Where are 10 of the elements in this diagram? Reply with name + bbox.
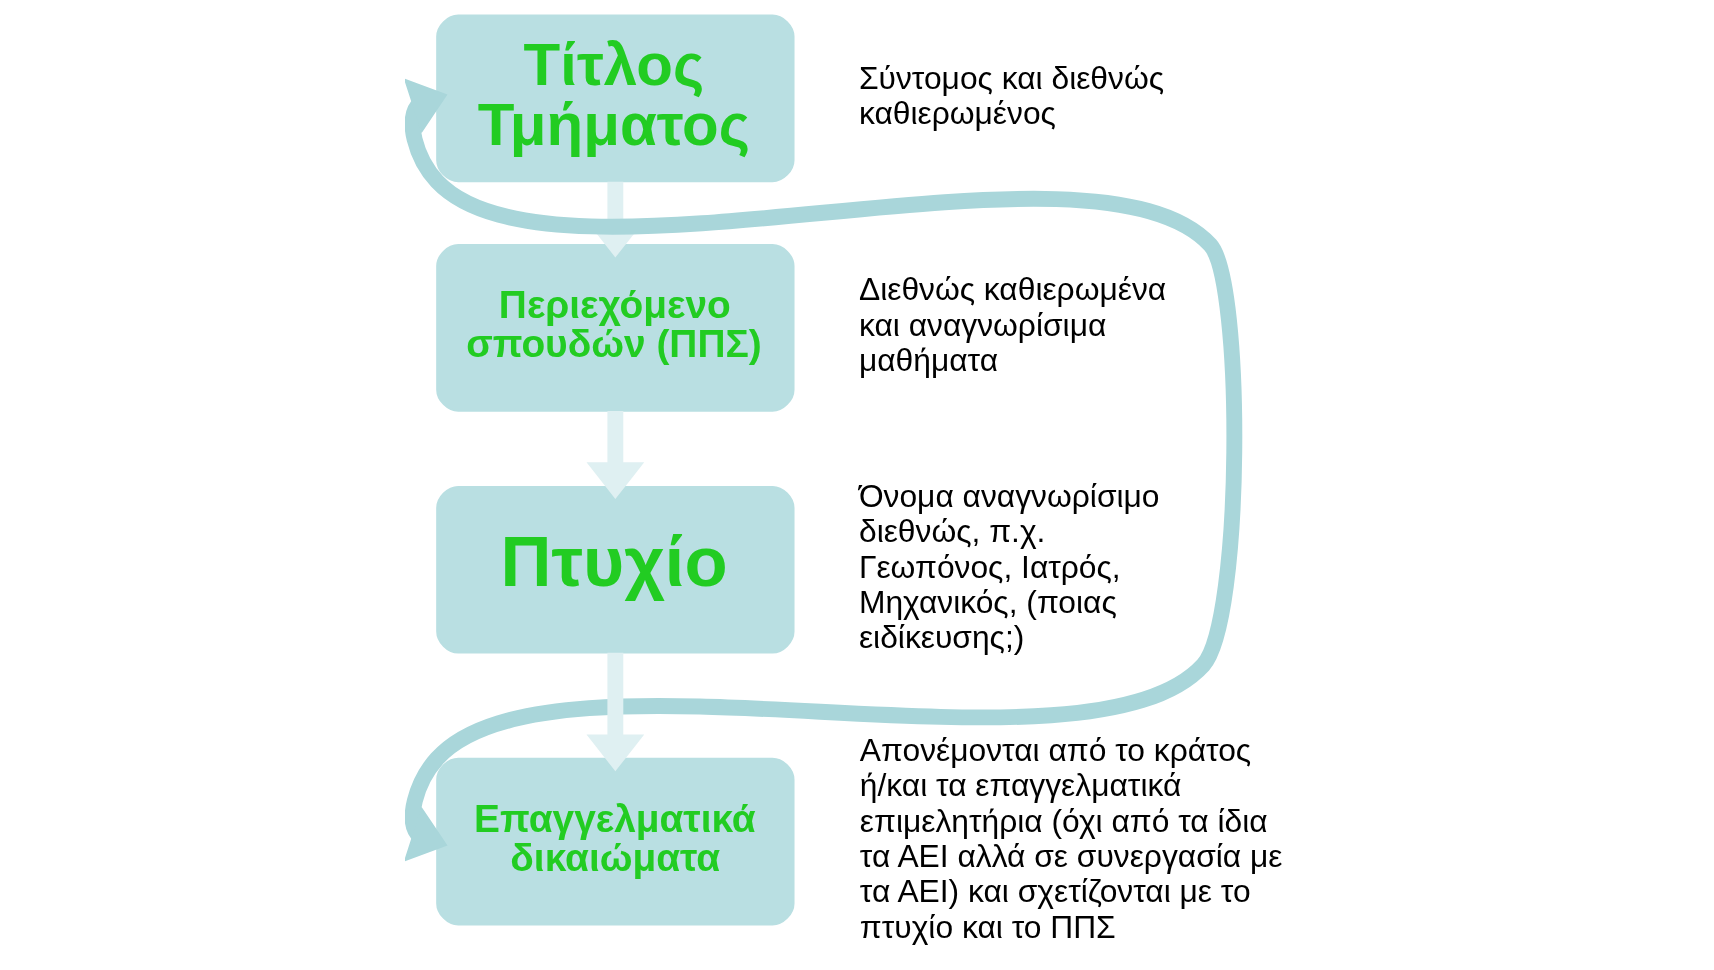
node-label: Σύντομος και διεθνώς καθιερωμένος bbox=[858, 59, 1164, 131]
node-label: Διεθνώς καθιερωμένα και αναγνωρίσιμα μαθήματα bbox=[858, 271, 1166, 378]
node-box: Πτυχίο bbox=[435, 485, 795, 654]
arrow bbox=[404, 78, 1242, 862]
node-box: Τίτλος Τμήματος bbox=[435, 14, 795, 183]
node-box: Περιεχόμενο σπουδών (ΠΠΣ) bbox=[435, 244, 795, 412]
node-label: Όνομα αναγνωρίσιμο διεθνώς, π.χ. Γεωπόνος, Ιατρός, Μηχανικός, (ποιας ειδίκευσης;) bbox=[858, 477, 1160, 656]
arrow bbox=[586, 411, 644, 500]
node-box: Επαγγελματικά δικαιώματα bbox=[435, 757, 795, 926]
node-label: Απονέμονται από το κράτος ή/και τα επαγγελματικά επιμελητήρια (όχι από τα ίδια τα ΑΕΙ αλλά σε συνεργασία με τα ΑΕΙ) και σχετίζονται με το πτυχίο και το ΠΠΣ bbox=[859, 732, 1282, 945]
